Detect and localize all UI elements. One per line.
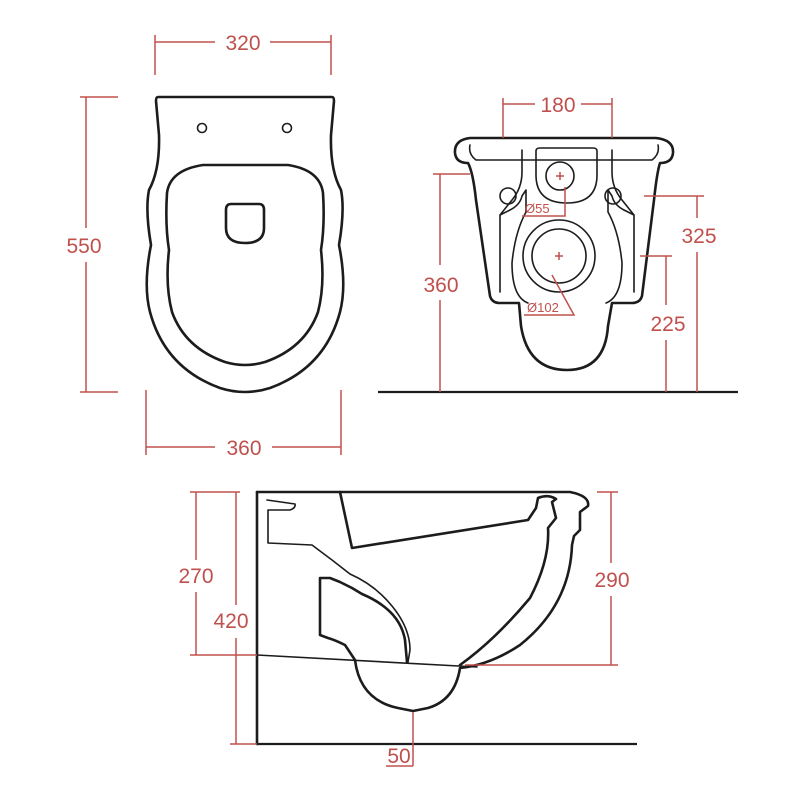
side-view-flush-channel — [266, 499, 411, 663]
dim-label-550: 550 — [66, 235, 101, 258]
dim-hole-spacing: 180 — [502, 94, 613, 138]
dim-label-320: 320 — [225, 32, 260, 55]
seat-hole-right — [281, 122, 293, 134]
dim-label-225: 225 — [650, 313, 685, 336]
side-view-outer-profile — [255, 490, 590, 713]
dim-side-inner-height: 270 — [178, 491, 257, 656]
front-view-upper-slot — [535, 147, 598, 204]
dim-label-d55: Ø55 — [525, 201, 550, 216]
top-view-drain — [224, 202, 266, 245]
dim-outlet-small: Ø55 — [522, 187, 566, 217]
dim-label-360-front-view: 360 — [423, 274, 458, 297]
top-view-inner-rim — [165, 163, 325, 367]
top-view-bowl-outline — [145, 95, 345, 394]
dim-outlet-offset: 50 — [386, 712, 414, 768]
dim-label-290: 290 — [594, 569, 629, 592]
side-view: 270 420 290 50 — [178, 490, 637, 768]
front-view: 180 Ø55 Ø102 360 325 — [378, 94, 738, 394]
front-view-back-cutout — [499, 149, 635, 304]
dim-bottom-width: 360 — [145, 390, 342, 460]
dim-upper-hole-height: 325 — [644, 195, 717, 392]
dim-outlet-large: Ø102 — [524, 274, 576, 316]
dim-label-420: 420 — [213, 610, 248, 633]
dim-label-360-top-view: 360 — [226, 437, 261, 460]
dim-label-d102: Ø102 — [527, 300, 559, 315]
dim-label-270: 270 — [178, 565, 213, 588]
fixing-hole-left — [499, 187, 517, 205]
dim-side-total-height: 420 — [213, 492, 257, 745]
dim-top-width: 320 — [154, 32, 332, 75]
dim-label-325: 325 — [681, 225, 716, 248]
side-view-water-line — [256, 654, 478, 668]
dim-side-rim-height: 290 — [465, 491, 630, 666]
fixing-hole-right — [604, 187, 622, 205]
dim-front-height: 360 — [423, 173, 470, 392]
front-view-rim-line — [468, 144, 660, 161]
dim-label-50: 50 — [387, 745, 410, 768]
seat-hole-left — [196, 122, 208, 134]
outlet-large-rim — [522, 219, 596, 293]
dim-lower-hole-height: 225 — [640, 255, 686, 392]
dim-length: 550 — [66, 96, 118, 393]
front-view-outline — [453, 136, 675, 372]
outlet-small — [545, 161, 575, 191]
dim-label-180: 180 — [540, 94, 575, 117]
outlet-large — [531, 228, 587, 284]
side-view-inner-bowl — [338, 490, 558, 667]
top-view: 320 360 550 — [66, 32, 345, 460]
